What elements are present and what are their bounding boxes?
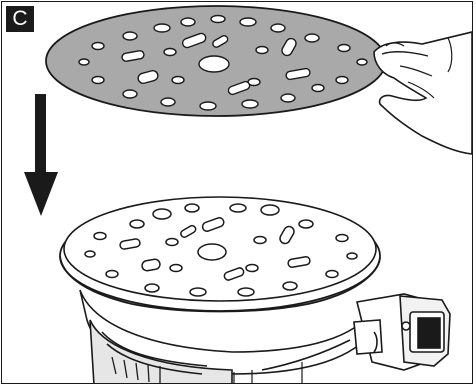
sander-pad-icon: [60, 197, 380, 312]
arrow-down-icon: [24, 94, 58, 216]
sanding-disc-icon: [46, 6, 386, 116]
illustration-canvas: [2, 2, 473, 384]
hand-icon: [374, 32, 472, 154]
